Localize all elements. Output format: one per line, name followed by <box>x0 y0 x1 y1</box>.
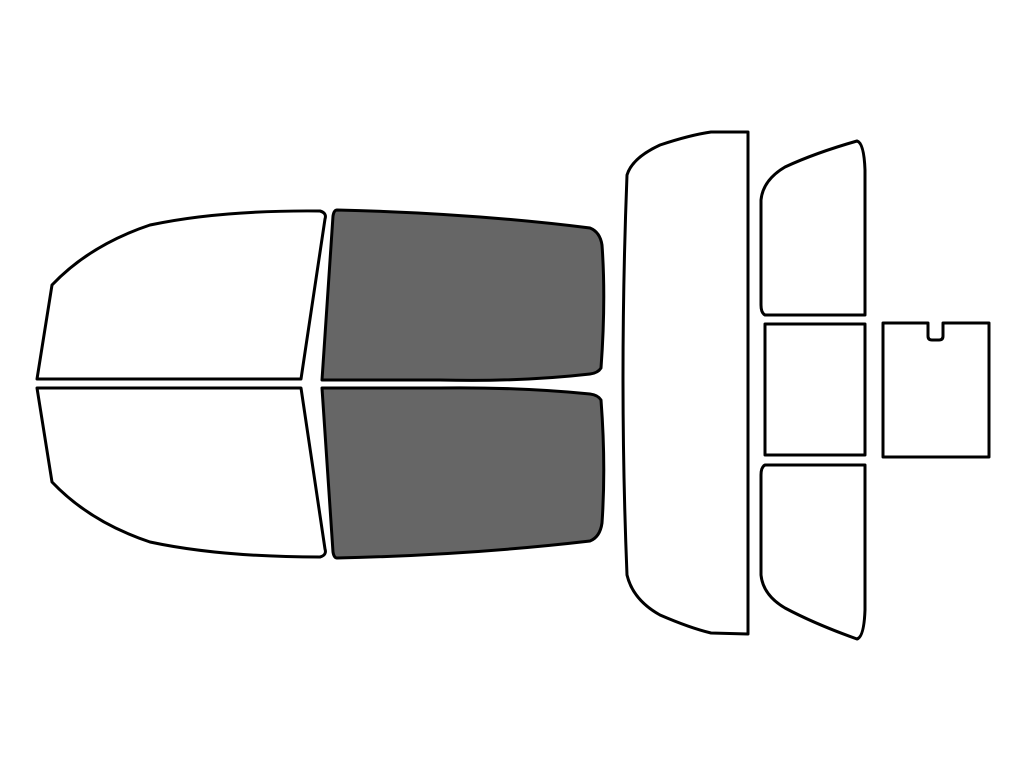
rear-window-right-section <box>759 463 867 641</box>
front-left-door-window <box>35 209 327 381</box>
front-right-door-window <box>35 386 327 559</box>
windshield <box>621 130 750 636</box>
rear-right-door-window <box>320 386 606 560</box>
rear-window-center-section <box>763 322 867 457</box>
rear-left-door-window <box>320 208 606 382</box>
rear-window-left-section <box>759 139 867 317</box>
sunroof-panel <box>881 321 991 459</box>
